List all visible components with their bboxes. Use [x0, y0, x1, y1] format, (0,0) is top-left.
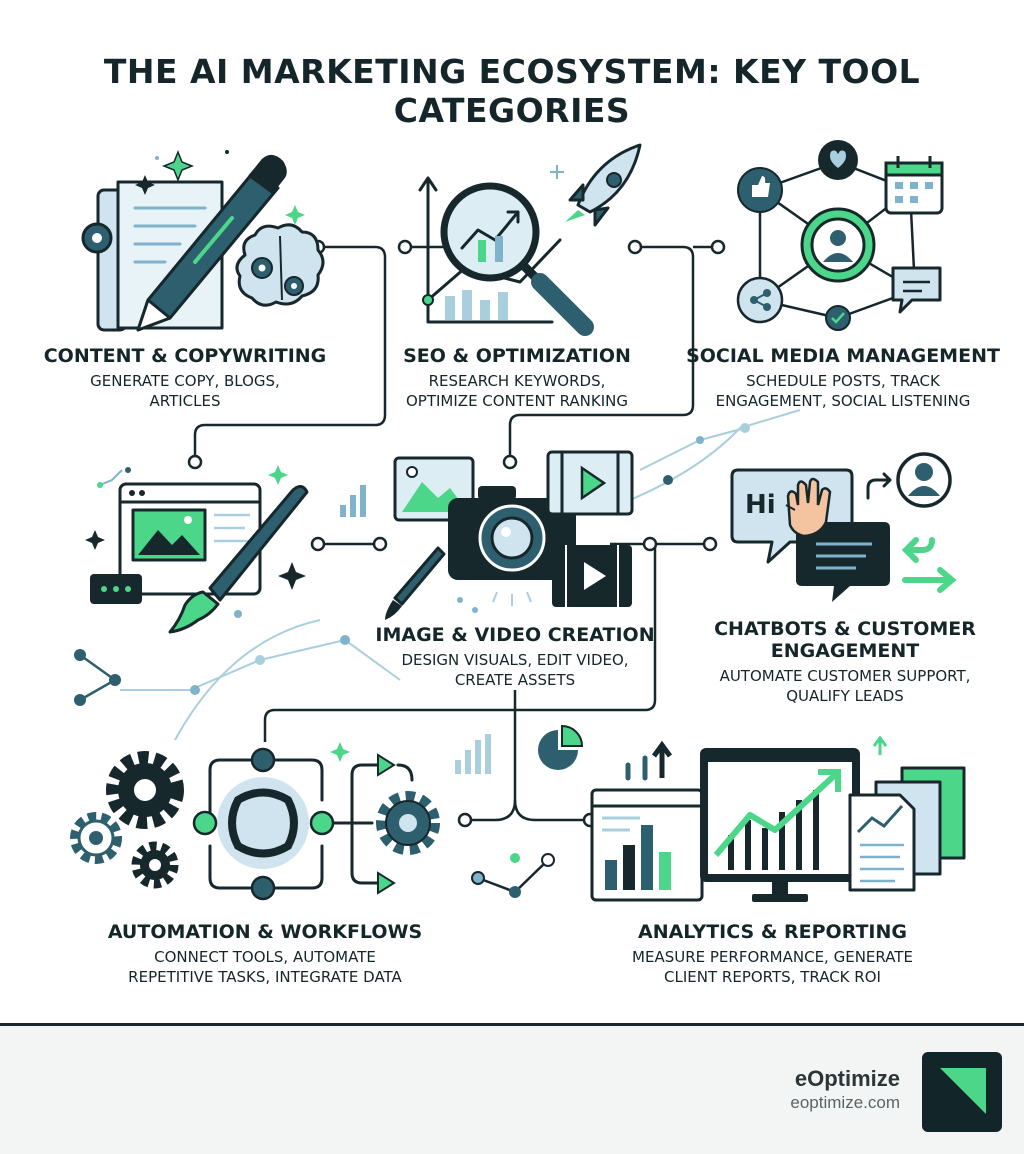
category-title: CONTENT & COPYWRITING [43, 345, 327, 367]
category-title: SEO & OPTIMIZATION [403, 345, 631, 367]
category-social-media: SOCIAL MEDIA MANAGEMENT SCHEDULE POSTS, … [682, 345, 1004, 411]
category-desc-line2: QUALIFY LEADS [786, 687, 904, 705]
category-desc-line2: CREATE ASSETS [454, 671, 576, 689]
category-title: IMAGE & VIDEO CREATION [375, 624, 655, 646]
page-title: THE AI MARKETING ECOSYSTEM: KEY TOOL CAT… [103, 52, 921, 130]
category-desc-line1: RESEARCH KEYWORDS, [428, 372, 606, 390]
browser-image-icon [90, 482, 262, 604]
category-title: AUTOMATION & WORKFLOWS [107, 921, 423, 943]
user-icon [866, 452, 957, 593]
category-title-line2: ENGAGEMENT [770, 640, 920, 662]
magnifier-chart-icon [418, 176, 594, 336]
category-desc-line1: GENERATE COPY, BLOGS, [90, 372, 280, 390]
brand-name: eOptimize [794, 1066, 900, 1091]
category-desc-line1: CONNECT TOOLS, AUTOMATE [154, 948, 376, 966]
network-decoration [74, 409, 801, 898]
category-content-copywriting: CONTENT & COPYWRITING GENERATE COPY, BLO… [40, 345, 330, 411]
chat-bubble-text: Hi [745, 490, 776, 520]
category-analytics: ANALYTICS & REPORTING MEASURE PERFORMANC… [605, 921, 940, 987]
category-seo-optimization: SEO & OPTIMIZATION RESEARCH KEYWORDS, OP… [372, 345, 662, 411]
category-desc-line2: CLIENT REPORTS, TRACK ROI [664, 968, 881, 986]
category-chatbots: CHATBOTS & CUSTOMER ENGAGEMENT AUTOMATE … [695, 618, 995, 706]
category-desc-line2: OPTIMIZE CONTENT RANKING [405, 392, 629, 410]
footer-divider [0, 1023, 1024, 1026]
category-desc-line2: REPETITIVE TASKS, INTEGRATE DATA [128, 968, 402, 986]
category-title: SOCIAL MEDIA MANAGEMENT [686, 345, 1000, 367]
pen-document-icon [81, 149, 305, 332]
calendar-icon [884, 156, 944, 215]
category-desc-line1: SCHEDULE POSTS, TRACK [746, 372, 940, 390]
pie-chart-icon [455, 724, 584, 774]
footer [0, 1026, 1024, 1154]
category-title: ANALYTICS & REPORTING [637, 921, 907, 943]
report-document-icon [848, 766, 966, 892]
category-image-video: IMAGE & VIDEO CREATION DESIGN VISUALS, E… [365, 624, 665, 690]
category-automation: AUTOMATION & WORKFLOWS CONNECT TOOLS, AU… [100, 921, 430, 987]
category-desc-line2: ENGAGEMENT, SOCIAL LISTENING [715, 392, 971, 410]
rocket-icon [550, 143, 642, 227]
workflow-icon [192, 742, 414, 901]
brand-url[interactable]: eoptimize.com [790, 1093, 900, 1112]
category-desc-line2: ARTICLES [149, 392, 221, 410]
category-title-line1: CHATBOTS & CUSTOMER [714, 618, 976, 640]
hand-wave-icon [785, 477, 832, 538]
category-desc-line1: MEASURE PERFORMANCE, GENERATE [632, 948, 913, 966]
film-icon [546, 450, 634, 607]
gears-icon [70, 751, 440, 889]
category-desc-line1: AUTOMATE CUSTOMER SUPPORT, [719, 667, 971, 685]
paintbrush-icon [85, 465, 366, 634]
category-desc-line1: DESIGN VISUALS, EDIT VIDEO, [401, 651, 629, 669]
ecosystem-illustration: .k { stroke:#16282c; stroke-width:3; fil… [70, 140, 966, 902]
connector-lines [193, 245, 718, 822]
brain-gear-icon [235, 223, 325, 307]
dashboard-chart-icon [590, 735, 888, 902]
eoptimize-logo [922, 1052, 1002, 1132]
